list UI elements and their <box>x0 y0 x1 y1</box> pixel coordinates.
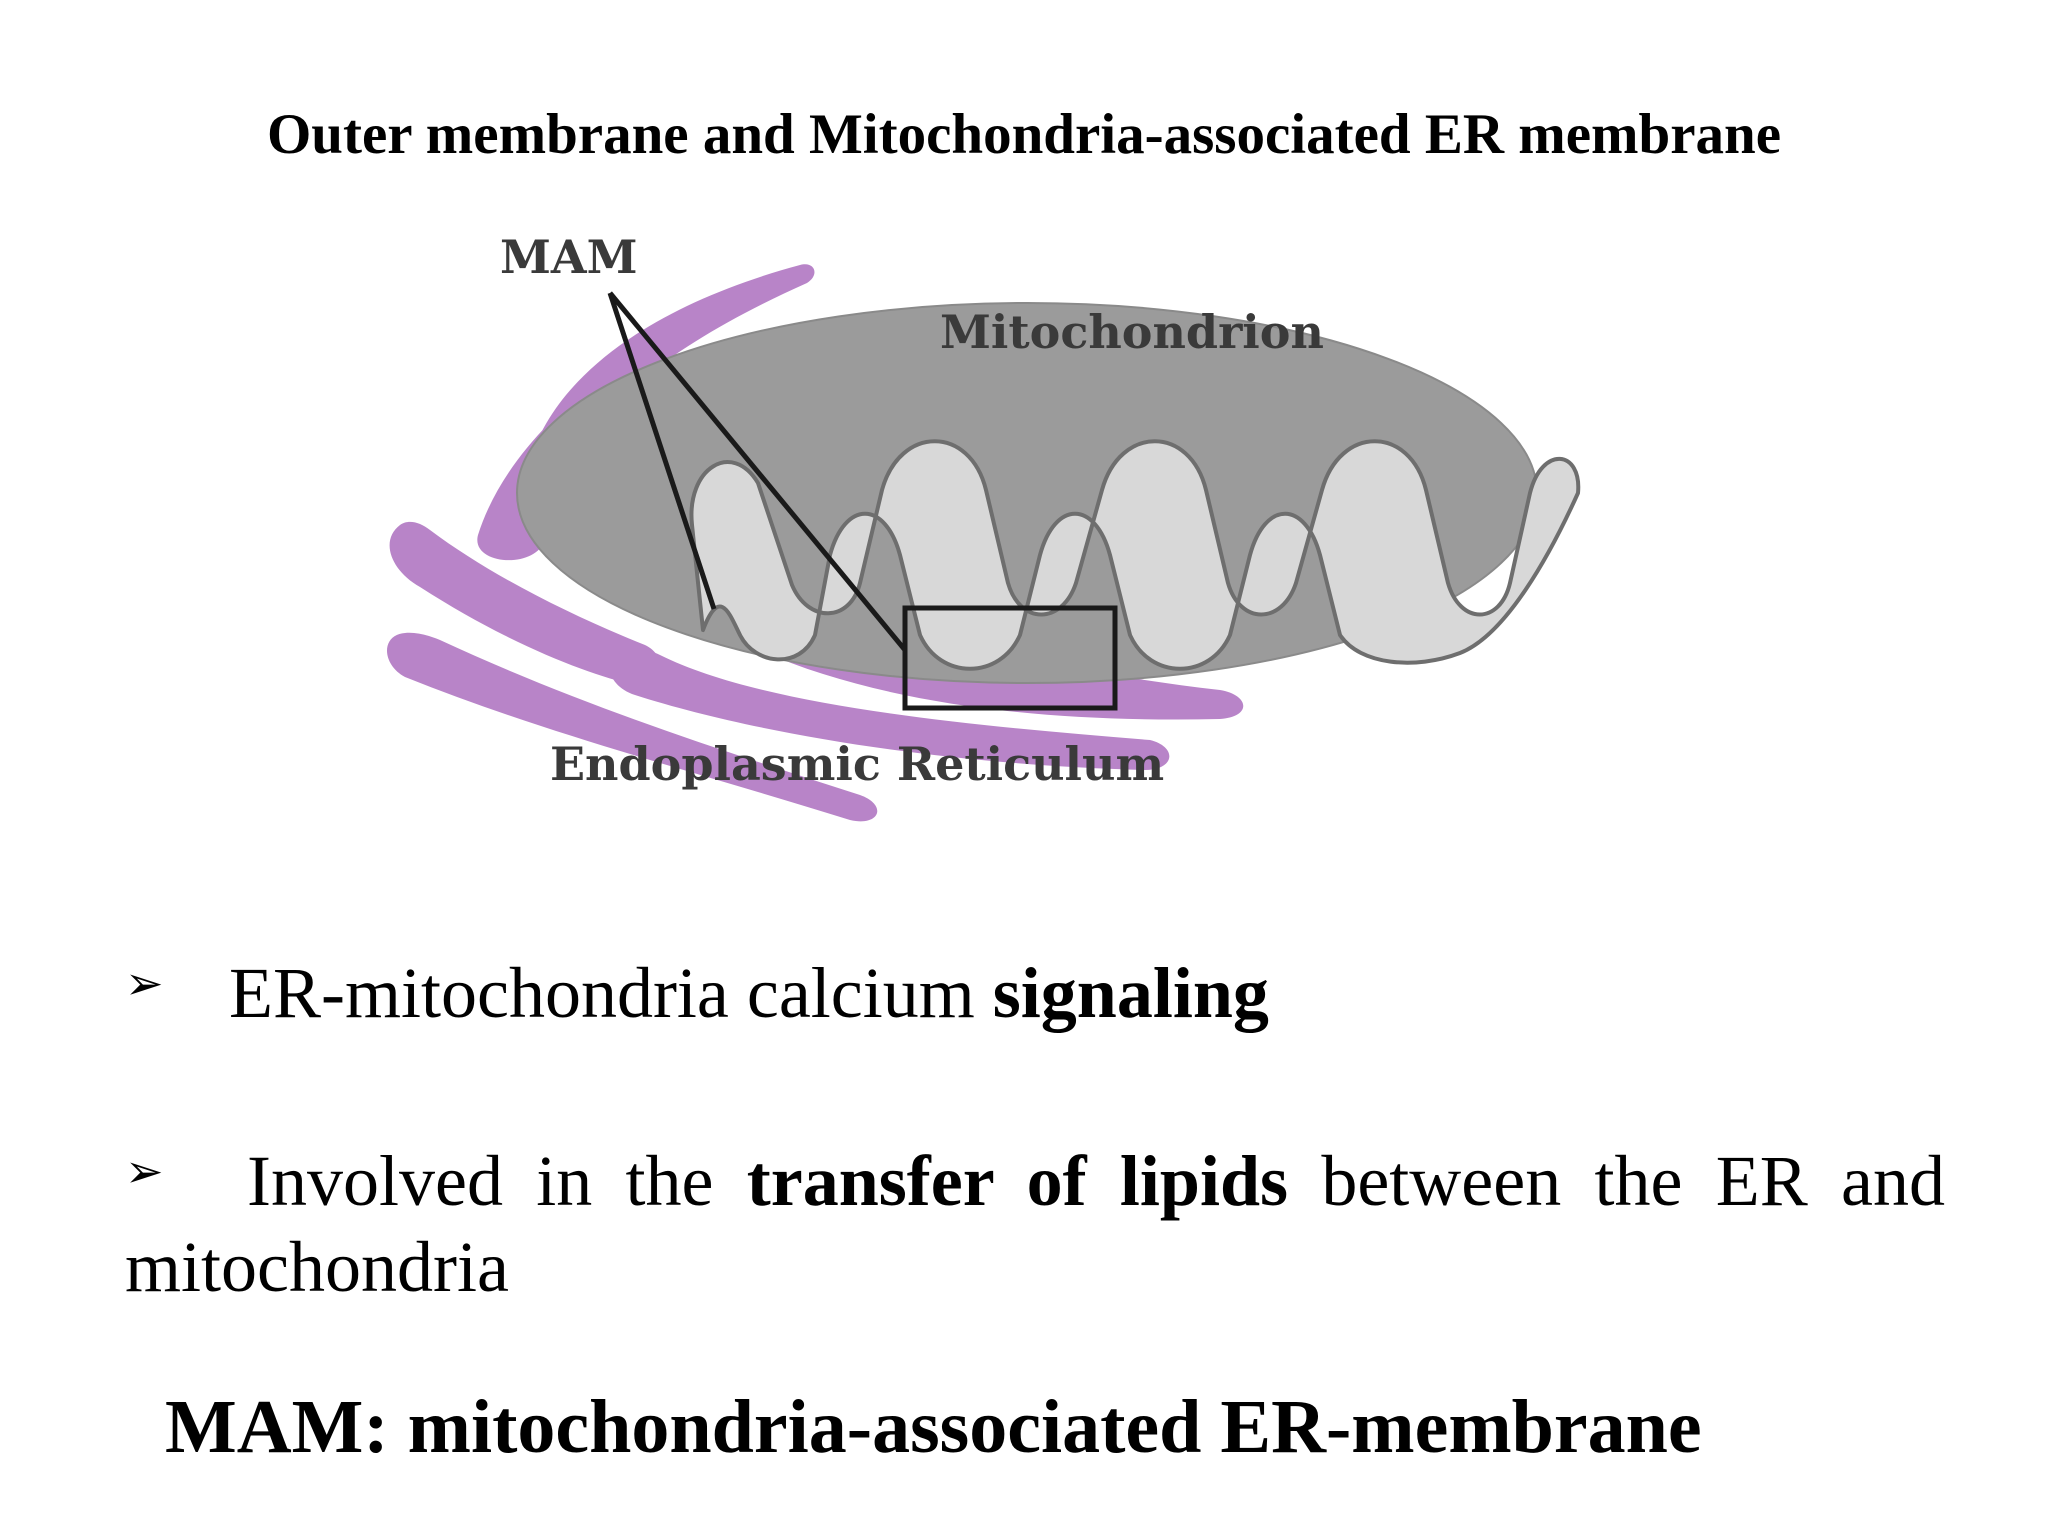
bullet-2-bold: transfer of lipids <box>746 1141 1289 1221</box>
mam-diagram-svg: MAM Mitochondrion Endoplasmic Reticulum <box>386 230 1581 822</box>
arrowhead-bullet-icon: ➢ <box>125 1144 164 1198</box>
arrowhead-bullet-icon: ➢ <box>125 956 164 1010</box>
endoplasmic-reticulum-label: Endoplasmic Reticulum <box>550 737 1164 791</box>
mam-contact-box <box>902 605 1118 711</box>
er-cisterna-4 <box>389 521 662 686</box>
bullet-1-text: ER-mitochondria calcium <box>229 953 993 1033</box>
mam-label: MAM <box>500 230 638 284</box>
er-cisterna-6 <box>386 632 878 822</box>
bullet-calcium-signaling: ➢ ER-mitochondria calcium signaling <box>125 940 1945 1036</box>
mam-pointer-lines <box>607 291 1118 711</box>
mam-pointer-line-2 <box>608 291 907 652</box>
er-cisterna-5 <box>609 649 1170 770</box>
bullet-lipid-transfer: ➢ Involved in the transfer of lipids betw… <box>125 1128 1945 1310</box>
slide-title: Outer membrane and Mitochondria-associat… <box>266 103 1782 166</box>
mitochondrion <box>516 302 1581 684</box>
mitochondrion-cristae <box>689 439 1581 671</box>
bullet-1-bold: signaling <box>992 953 1269 1033</box>
mitochondrion-label: Mitochondrion <box>940 305 1324 359</box>
mam-definition: MAM: mitochondria-associated ER-membrane <box>165 1385 1702 1469</box>
bullet-2-text: Involved in the <box>247 1141 747 1221</box>
mam-diagram: MAM Mitochondrion Endoplasmic Reticulum <box>360 225 1680 845</box>
bullet-2-tail: between the ER and mitochondria <box>125 1141 1945 1307</box>
mam-pointer-line-1 <box>607 292 717 610</box>
